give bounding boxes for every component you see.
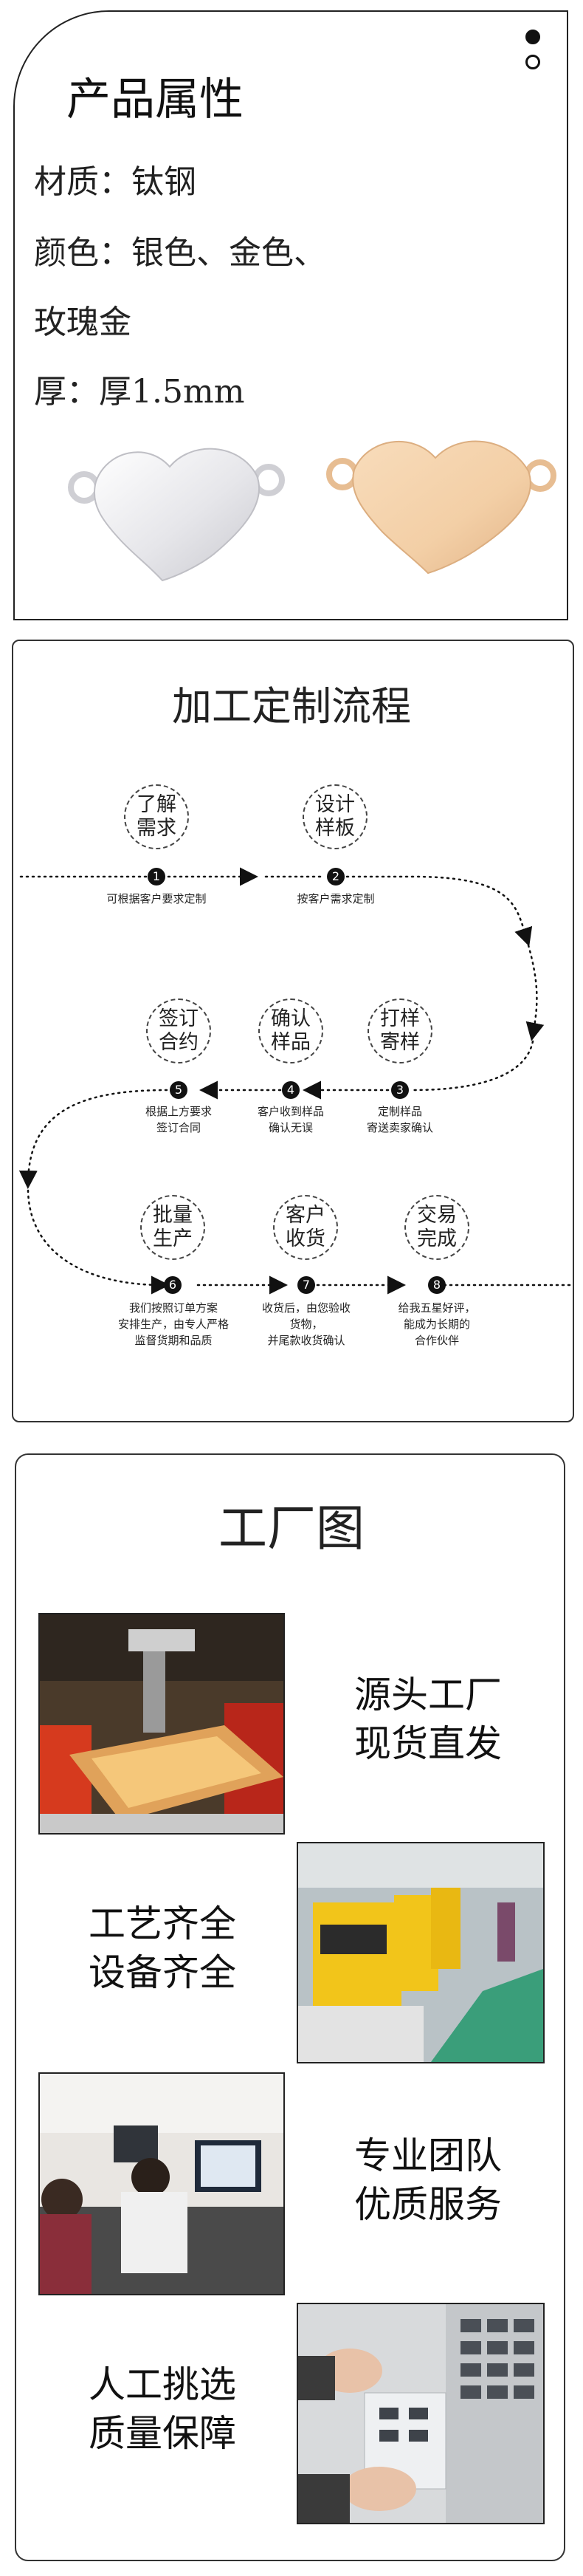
process-step-6-desc-line2: 安排生产，由专人严格	[117, 1318, 229, 1331]
process-step-7-desc: 收货后，由您验收 货物， 并尾款收货确认	[244, 1300, 369, 1349]
process-step-8-circle: 交易完成	[404, 1195, 469, 1260]
process-step-5-desc-line2: 签订合同	[156, 1121, 201, 1134]
process-step-8-number: 8	[428, 1276, 446, 1294]
process-step-3-circle: 打样寄样	[368, 998, 432, 1063]
factory-panel	[15, 1453, 565, 2561]
factory-photo-manual-inspection	[297, 2303, 545, 2524]
process-step-6-desc-line1: 我们按照订单方案	[128, 1301, 218, 1315]
process-step-4-desc-line1: 客户收到样品	[257, 1105, 324, 1118]
silver-heart-connector-image	[68, 448, 285, 582]
factory-photo-office-team	[38, 2072, 285, 2295]
process-step-5-number: 5	[170, 1081, 187, 1099]
process-step-7-desc-line1: 收货后，由您验收	[261, 1301, 351, 1315]
process-step-7-desc-line2: 货物，	[289, 1318, 323, 1331]
process-step-6-desc-line3: 监督货期和品质	[134, 1334, 213, 1347]
process-step-2-desc: 按客户需求定制	[297, 892, 375, 905]
factory-caption-3: 专业团队 优质服务	[317, 2131, 539, 2229]
process-step-7-desc-line3: 并尾款收货确认	[267, 1334, 345, 1347]
process-title: 加工定制流程	[172, 683, 411, 730]
factory-caption-1-line1: 源头工厂	[354, 1674, 502, 1716]
process-step-6-desc: 我们按照订单方案 安排生产，由专人严格 监督货期和品质	[103, 1300, 244, 1349]
factory-caption-1-line2: 现货直发	[354, 1722, 502, 1765]
process-flow-path	[18, 867, 571, 1295]
hollow-dot-icon	[525, 55, 540, 69]
process-step-8-desc: 给我五星好评， 能成为长期的 合作伙伴	[376, 1300, 497, 1349]
process-step-4-desc: 客户收到样品 确认无误	[230, 1103, 351, 1136]
factory-caption-4: 人工挑选 质量保障	[52, 2360, 273, 2458]
material-text: 材质：钛钢	[34, 163, 196, 201]
process-step-1-desc: 可根据客户要求定制	[106, 892, 207, 905]
thickness-text: 厚：厚1.5mm	[34, 373, 245, 411]
product-attributes-panel	[13, 10, 568, 620]
process-step-3-number: 3	[391, 1081, 409, 1099]
process-step-2-circle: 设计样板	[303, 784, 368, 849]
factory-photo-laser-machine	[38, 1613, 285, 1835]
factory-title: 工厂图	[218, 1500, 365, 1557]
color-text-line2: 玫瑰金	[34, 304, 131, 341]
factory-caption-3-line2: 优质服务	[354, 2183, 502, 2226]
process-step-4-desc-line2: 确认无误	[268, 1121, 313, 1134]
factory-caption-2-line2: 设备齐全	[89, 1951, 236, 1994]
process-step-8-desc-line2: 能成为长期的	[403, 1318, 470, 1331]
process-step-8-desc-line1: 给我五星好评，	[398, 1301, 476, 1315]
process-step-6-circle: 批量生产	[140, 1195, 205, 1260]
factory-caption-1: 源头工厂 现货直发	[317, 1671, 539, 1768]
factory-caption-4-line1: 人工挑选	[89, 2363, 236, 2406]
process-step-4-number: 4	[282, 1081, 300, 1099]
gold-heart-connector-image	[326, 440, 556, 575]
factory-caption-3-line1: 专业团队	[354, 2134, 502, 2177]
process-step-5-desc: 根据上方要求 签订合同	[118, 1103, 239, 1136]
process-step-7-circle: 客户收货	[273, 1195, 338, 1260]
factory-caption-2-line1: 工艺齐全	[89, 1902, 236, 1945]
process-panel	[12, 640, 574, 1422]
process-step-5-desc-line1: 根据上方要求	[145, 1105, 212, 1118]
process-step-8-desc-line3: 合作伙伴	[414, 1334, 459, 1347]
process-step-6-number: 6	[164, 1276, 182, 1294]
color-text-line1: 颜色：银色、金色、	[34, 234, 326, 272]
process-step-5-circle: 签订合约	[146, 998, 211, 1063]
filled-dot-icon	[525, 30, 540, 44]
process-step-1-number: 1	[148, 868, 165, 886]
factory-caption-4-line2: 质量保障	[89, 2412, 236, 2455]
process-step-1-circle: 了解需求	[124, 784, 189, 849]
product-attributes-title: 产品属性	[66, 74, 244, 126]
factory-caption-2: 工艺齐全 设备齐全	[52, 1900, 273, 1997]
process-step-7-number: 7	[297, 1276, 315, 1294]
process-step-4-circle: 确认样品	[258, 998, 323, 1063]
process-step-3-desc: 定制样品 寄送卖家确认	[339, 1103, 460, 1136]
process-step-3-desc-line2: 寄送卖家确认	[366, 1121, 433, 1134]
process-step-3-desc-line1: 定制样品	[377, 1105, 422, 1118]
factory-photo-production-line	[297, 1842, 545, 2063]
process-step-2-number: 2	[327, 868, 345, 886]
